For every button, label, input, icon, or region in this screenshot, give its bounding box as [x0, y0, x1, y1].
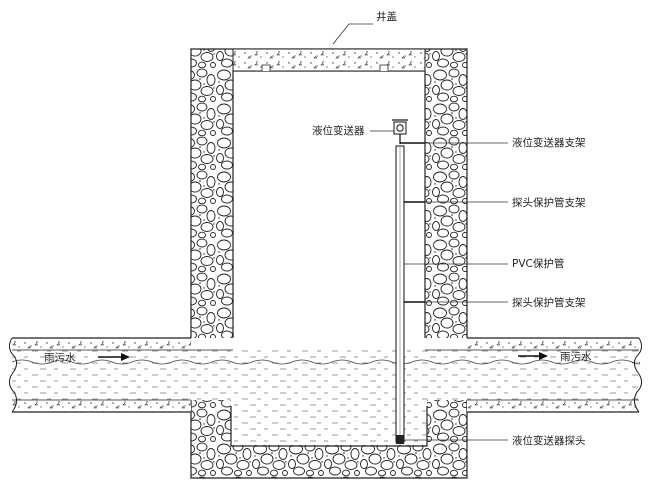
pipe-bottom-right [467, 400, 639, 412]
pipe-top-left [12, 338, 191, 350]
right-wall-upper [425, 49, 467, 338]
sewage-label-left: 雨污水 [44, 352, 76, 364]
level-transmitter-icon [392, 119, 408, 144]
outer-outline-lower [190, 390, 468, 479]
inner-outline-lower [230, 406, 428, 447]
manhole-cover-slab [232, 48, 426, 72]
pipe-top-right [467, 338, 639, 350]
sewer-pipe [8, 337, 643, 413]
manhole-wall [190, 48, 468, 479]
water-surface [11, 359, 641, 365]
transmitter-bracket-label: 液位变送器支架 [512, 136, 586, 149]
flow-arrow-right [518, 352, 548, 360]
level-transmitter-assembly [392, 119, 425, 444]
transmitter-probe-label: 液位变送器探头 [512, 434, 586, 447]
probe-pipe-bracket-upper-label: 探头保护管支架 [512, 196, 586, 209]
probe-pipe-bracket-lower-label: 探头保护管支架 [512, 296, 586, 309]
level-transmitter-label: 液位变送器 [312, 124, 365, 137]
manhole-cover-label: 井盖 [376, 10, 397, 23]
transmitter-probe-body [396, 435, 404, 444]
flow-arrow-left [98, 353, 130, 361]
pipe-bottom-left [12, 400, 191, 412]
chamber-water [231, 350, 427, 406]
leader-lines [332, 23, 508, 441]
left-wall-upper [191, 49, 233, 338]
sump-water [231, 405, 427, 445]
pvc-pipe-label: PVC保护管 [512, 257, 564, 270]
sewage-label-right: 雨污水 [560, 351, 592, 363]
